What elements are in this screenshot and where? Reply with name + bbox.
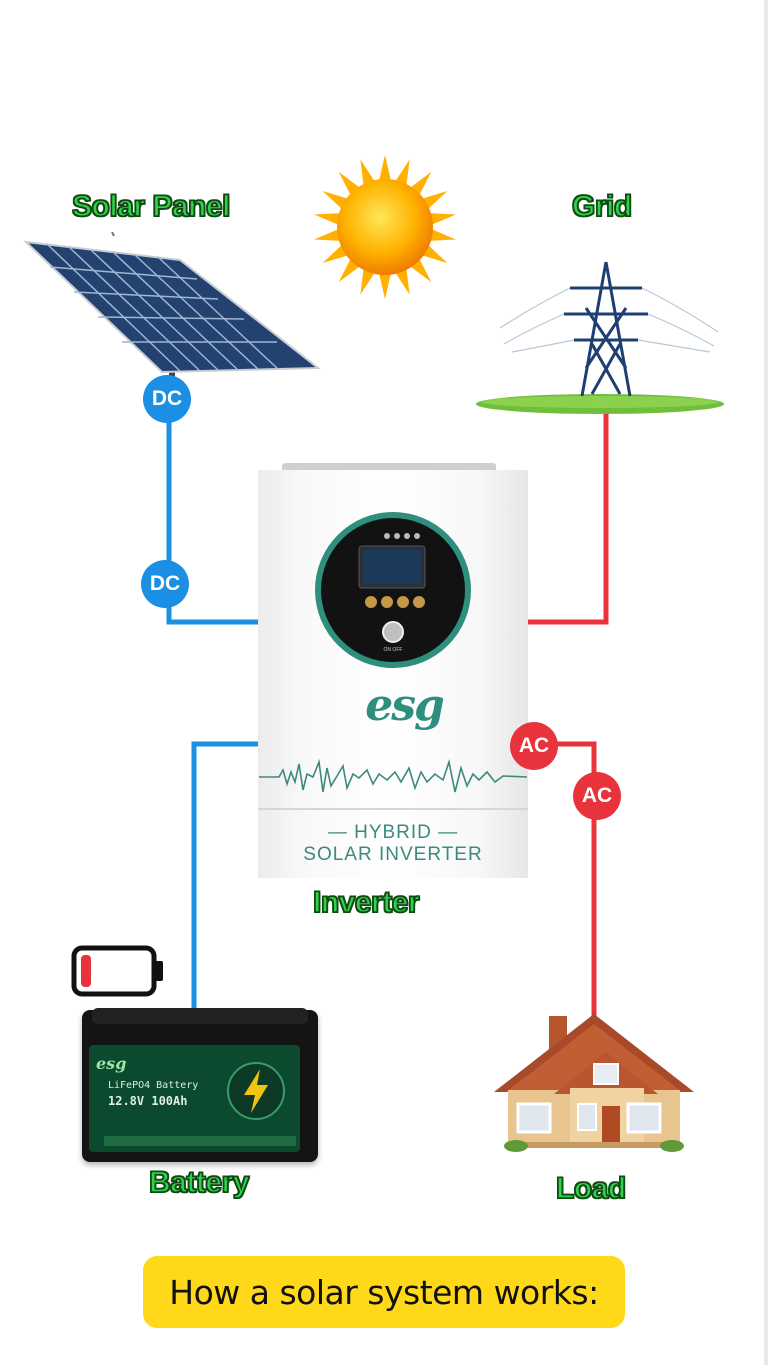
solar-panel-label: Solar Panel: [71, 189, 231, 224]
sun-icon: [314, 155, 456, 299]
dc-badge-top: DC: [143, 375, 191, 423]
battery-brand-logo: esg: [96, 1054, 127, 1073]
solar-panel-icon: [23, 232, 321, 407]
battery-info-strip: [104, 1136, 296, 1146]
dc-wire-solar: [166, 395, 258, 625]
inverter-brand-logo: esg: [365, 680, 445, 731]
load-label: Load: [555, 1171, 627, 1206]
caption-banner: How a solar system works:: [143, 1256, 625, 1328]
battery-spec: 12.8V 100Ah: [108, 1094, 188, 1108]
ac-badge-right: AC: [573, 772, 621, 820]
dc-wire-battery: [191, 741, 258, 1012]
battery-level-icon: [71, 945, 163, 997]
inverter-bracket: [282, 463, 496, 473]
grid-tower-icon: [476, 261, 724, 414]
inverter-label: Inverter: [312, 885, 420, 920]
dc-badge-mid: DC: [141, 560, 189, 608]
inverter-switch-label: ON OFF: [383, 647, 403, 653]
battery-label: Battery: [148, 1165, 250, 1200]
ac-badge-left: AC: [510, 722, 558, 770]
lightning-bolt-icon: [227, 1062, 285, 1120]
inverter-wave-decoration: [259, 758, 527, 793]
inverter-divider: [258, 808, 528, 810]
inverter-line-1: — HYBRID —: [327, 822, 459, 843]
page-edge: [764, 0, 768, 1365]
ac-wire-grid: [528, 410, 609, 625]
house-icon: [494, 1014, 694, 1152]
inverter-line-2: SOLAR INVERTER: [303, 844, 483, 865]
grid-label: Grid: [571, 189, 633, 224]
battery-type: LiFePO4 Battery: [108, 1080, 199, 1091]
battery-top-cap: [92, 1008, 308, 1024]
battery-level-fill: [81, 955, 91, 987]
inverter-display-panel: [315, 512, 471, 668]
